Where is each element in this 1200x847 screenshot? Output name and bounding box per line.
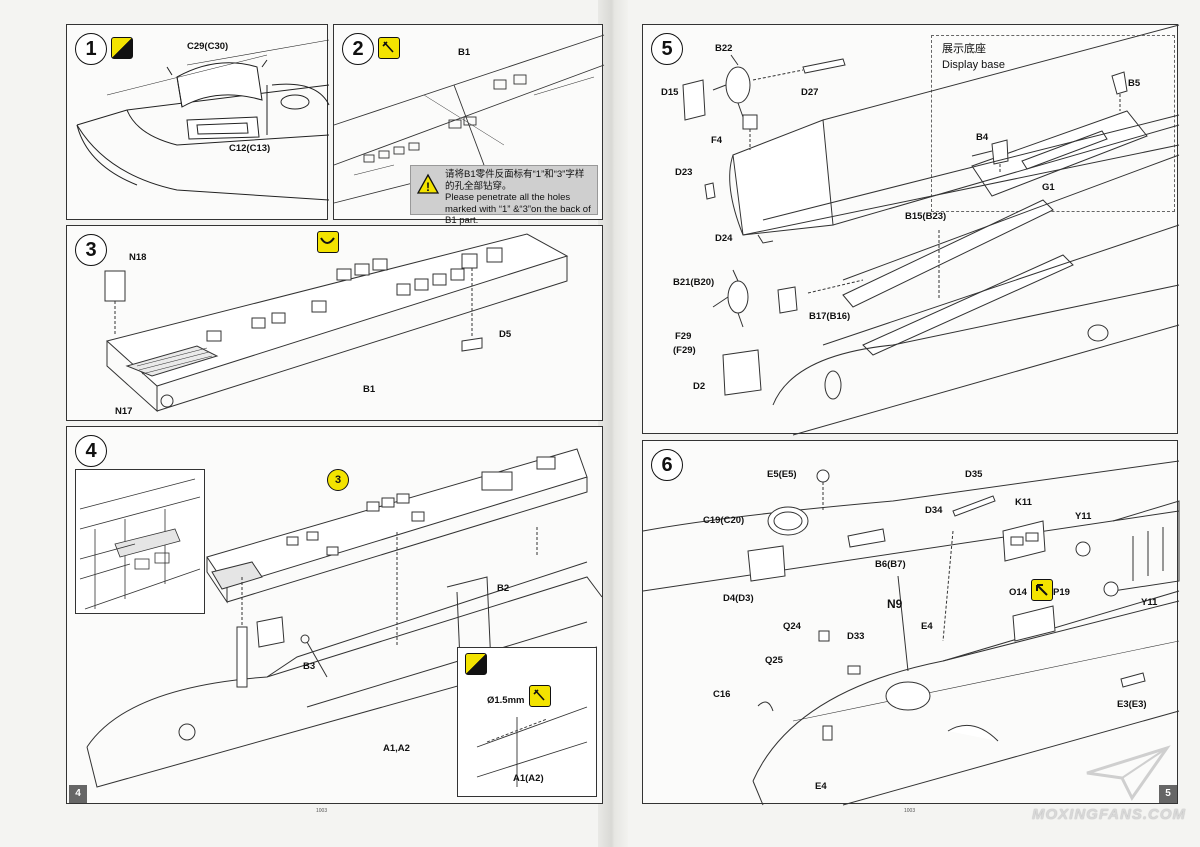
part-label: O14 [1009, 587, 1027, 598]
inset-detail-diagram [75, 469, 205, 614]
step-ref-marker: 3 [327, 469, 349, 491]
part-label: D24 [715, 233, 733, 244]
part-label: P19 [1053, 587, 1070, 598]
step-1-panel: 1 C29(C30) C12(C13) [66, 24, 330, 220]
drill-note-zh: 请将B1零件反面标有“1”和“3”字样的孔全部钻穿。 [445, 169, 585, 192]
drill-size-label: Ø1.5mm [487, 695, 525, 706]
part-label: N18 [129, 252, 147, 263]
part-label: B5 [1128, 78, 1141, 89]
drill-icon [529, 685, 551, 707]
part-label: B21(B20) [673, 277, 715, 288]
part-label: D34 [925, 505, 943, 516]
part-label: F29 [675, 331, 692, 342]
part-label: Q25 [765, 655, 783, 666]
part-label: D27 [801, 87, 819, 98]
stern-propeller-diagram [682, 24, 1180, 436]
step-number: 3 [75, 234, 107, 266]
part-label: C19(C20) [703, 515, 745, 526]
part-label: D5 [499, 329, 512, 340]
step-6-panel: 6 [642, 440, 1180, 806]
part-label: D35 [965, 469, 983, 480]
svg-text:!: ! [426, 180, 430, 194]
part-label: B17(B16) [809, 311, 851, 322]
display-base-title-zh: 展示底座 [942, 43, 986, 55]
part-label: D15 [661, 87, 679, 98]
part-label: F4 [711, 135, 723, 146]
step-number: 5 [651, 33, 683, 65]
part-label: N9 [887, 597, 903, 611]
step-number: 6 [651, 449, 683, 481]
paint-black-icon [111, 37, 133, 59]
part-label: B2 [497, 583, 510, 594]
part-label: C16 [713, 689, 731, 700]
bow-assembly-diagram [76, 39, 330, 201]
part-label: C12(C13) [229, 143, 271, 154]
drill-note: ! 请将B1零件反面标有“1”和“3”字样的孔全部钻穿。 Please pene… [410, 165, 598, 226]
part-label: E5(E5) [767, 469, 797, 480]
warning-icon: ! [416, 173, 440, 194]
part-label: (F29) [673, 345, 696, 356]
part-label: Y11 [1141, 597, 1158, 608]
step-2-panel: 2 B1 [333, 24, 605, 226]
deck-b1-assembly-diagram [104, 233, 569, 413]
part-label: N17 [115, 406, 133, 417]
part-label: D23 [675, 167, 693, 178]
watermark: MOXINGFANS.COM [1031, 806, 1186, 823]
part-label: A1(A2) [513, 773, 544, 784]
display-base-box: 展示底座 Display base B5 B4 G1 [931, 35, 1175, 212]
part-label: B1 [363, 384, 376, 395]
part-label: B3 [303, 661, 316, 672]
footer-code: 1003 [316, 808, 328, 814]
part-label: G1 [1042, 182, 1055, 193]
step-number: 1 [75, 33, 107, 65]
flip-icon [317, 231, 339, 253]
part-label: B1 [458, 47, 471, 58]
step-number: 2 [342, 33, 374, 65]
part-label: Y11 [1075, 511, 1092, 522]
page-gutter [598, 0, 628, 847]
step-3-panel: 3 [66, 225, 603, 421]
step-5-panel: 5 展示底座 Display base B5 B4 G1 [642, 24, 1180, 436]
display-base-title-en: Display base [942, 59, 1005, 71]
arrow-detail-icon [1031, 579, 1053, 601]
part-label: D4(D3) [723, 593, 754, 604]
part-label: C29(C30) [187, 41, 229, 52]
part-label: B15(B23) [905, 211, 947, 222]
part-label: A1,A2 [383, 743, 410, 754]
part-label: D33 [847, 631, 865, 642]
drill-icon [378, 37, 400, 59]
part-label: E4 [815, 781, 827, 792]
part-label: B4 [976, 132, 989, 143]
part-label: B22 [715, 43, 733, 54]
part-label: E3(E3) [1117, 699, 1147, 710]
page-number: 4 [69, 785, 87, 803]
display-base-diagram [971, 71, 1148, 197]
part-label: Q24 [783, 621, 801, 632]
hull-assembly-diagram [86, 448, 603, 788]
watermark-logo-icon [1086, 745, 1171, 801]
drill-note-en: Please penetrate all the holes marked wi… [445, 192, 591, 226]
part-label: E4 [921, 621, 933, 632]
paint-black-icon [465, 653, 487, 675]
step-number: 4 [75, 435, 107, 467]
footer-code: 1003 [904, 808, 916, 814]
part-label: B6(B7) [875, 559, 906, 570]
part-label: K11 [1015, 497, 1032, 508]
part-label: D2 [693, 381, 706, 392]
page-number: 5 [1159, 785, 1177, 803]
step-4-panel: 4 3 [66, 426, 603, 804]
deck-fittings-diagram [642, 460, 1180, 806]
